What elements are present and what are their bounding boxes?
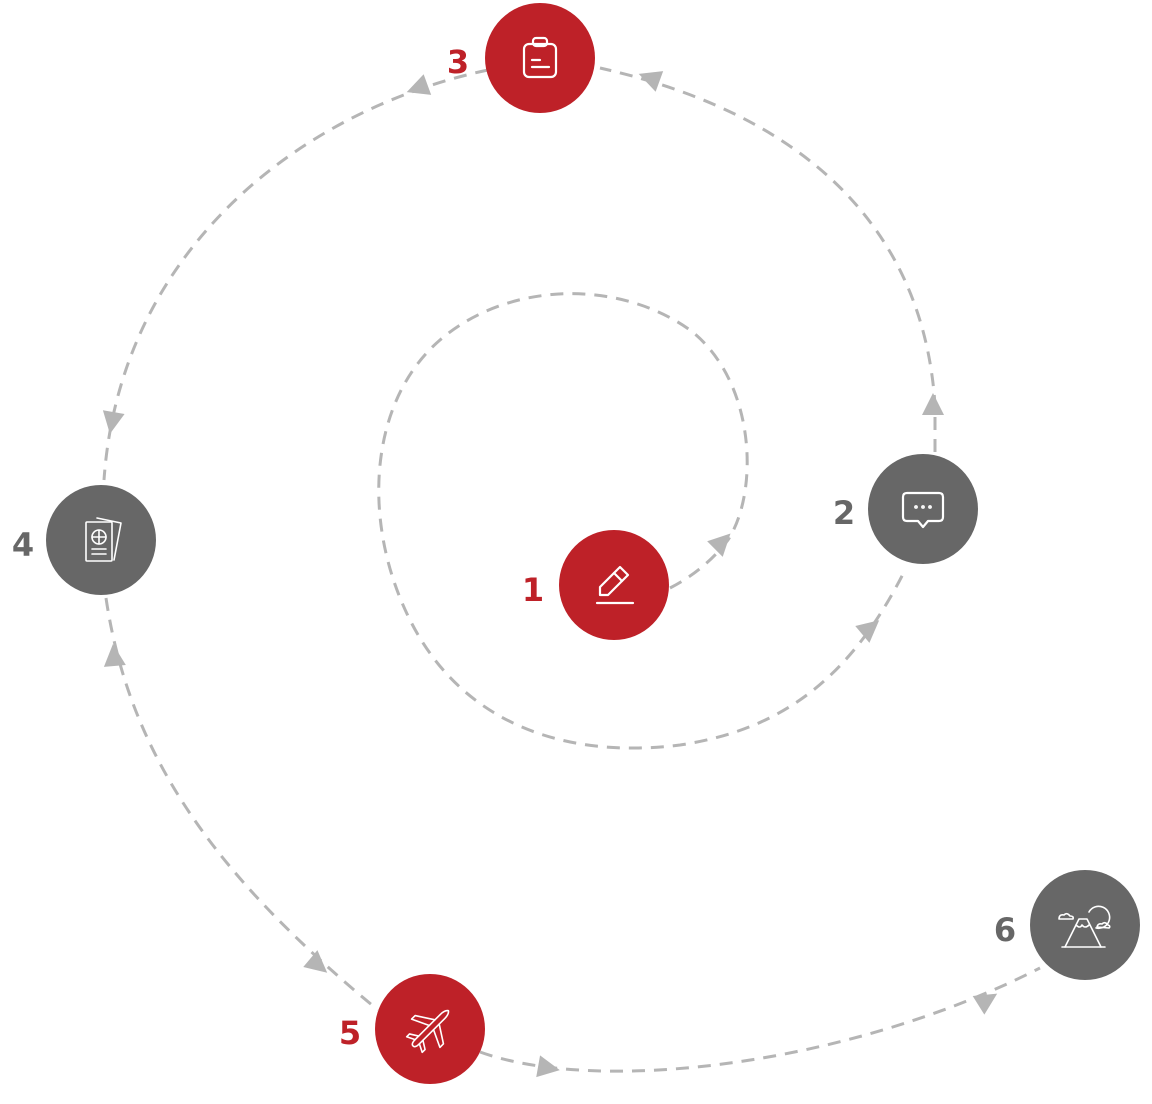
step-1-node (559, 530, 669, 640)
connector-4-5 (104, 597, 379, 1012)
pencil-icon (595, 565, 635, 605)
airplane-icon (405, 1009, 450, 1054)
chat-bubble-icon (901, 491, 945, 529)
arrow-icon (707, 533, 731, 557)
step-1-number: 1 (521, 571, 545, 609)
arrow-icon (103, 644, 126, 667)
step-4-node (46, 485, 156, 595)
connector-3-4 (102, 68, 489, 481)
step-6-number: 6 (993, 911, 1017, 949)
clipboard-icon (522, 36, 558, 79)
step-5-node (375, 974, 485, 1084)
arrow-icon (855, 620, 880, 643)
connector-1-2 (377, 292, 907, 750)
arrow-icon (536, 1055, 560, 1078)
arrow-icon (303, 950, 328, 973)
step-3-number: 3 (446, 43, 470, 81)
step-4-number: 4 (11, 526, 35, 564)
arrow-icon (922, 393, 944, 415)
mountain-icon (1058, 905, 1111, 948)
step-5-number: 5 (338, 1014, 362, 1052)
connector-5-6 (479, 966, 1041, 1073)
step-3-node (485, 3, 595, 113)
passport-icon (85, 517, 122, 562)
arrow-icon (406, 74, 432, 95)
connector-2-3 (599, 66, 937, 452)
step-2-node (868, 454, 978, 564)
step-2-number: 2 (832, 494, 856, 532)
arrow-icon (972, 993, 998, 1015)
step-6-node (1030, 870, 1140, 980)
arrow-icon (102, 410, 125, 434)
arrow-icon (638, 71, 664, 92)
